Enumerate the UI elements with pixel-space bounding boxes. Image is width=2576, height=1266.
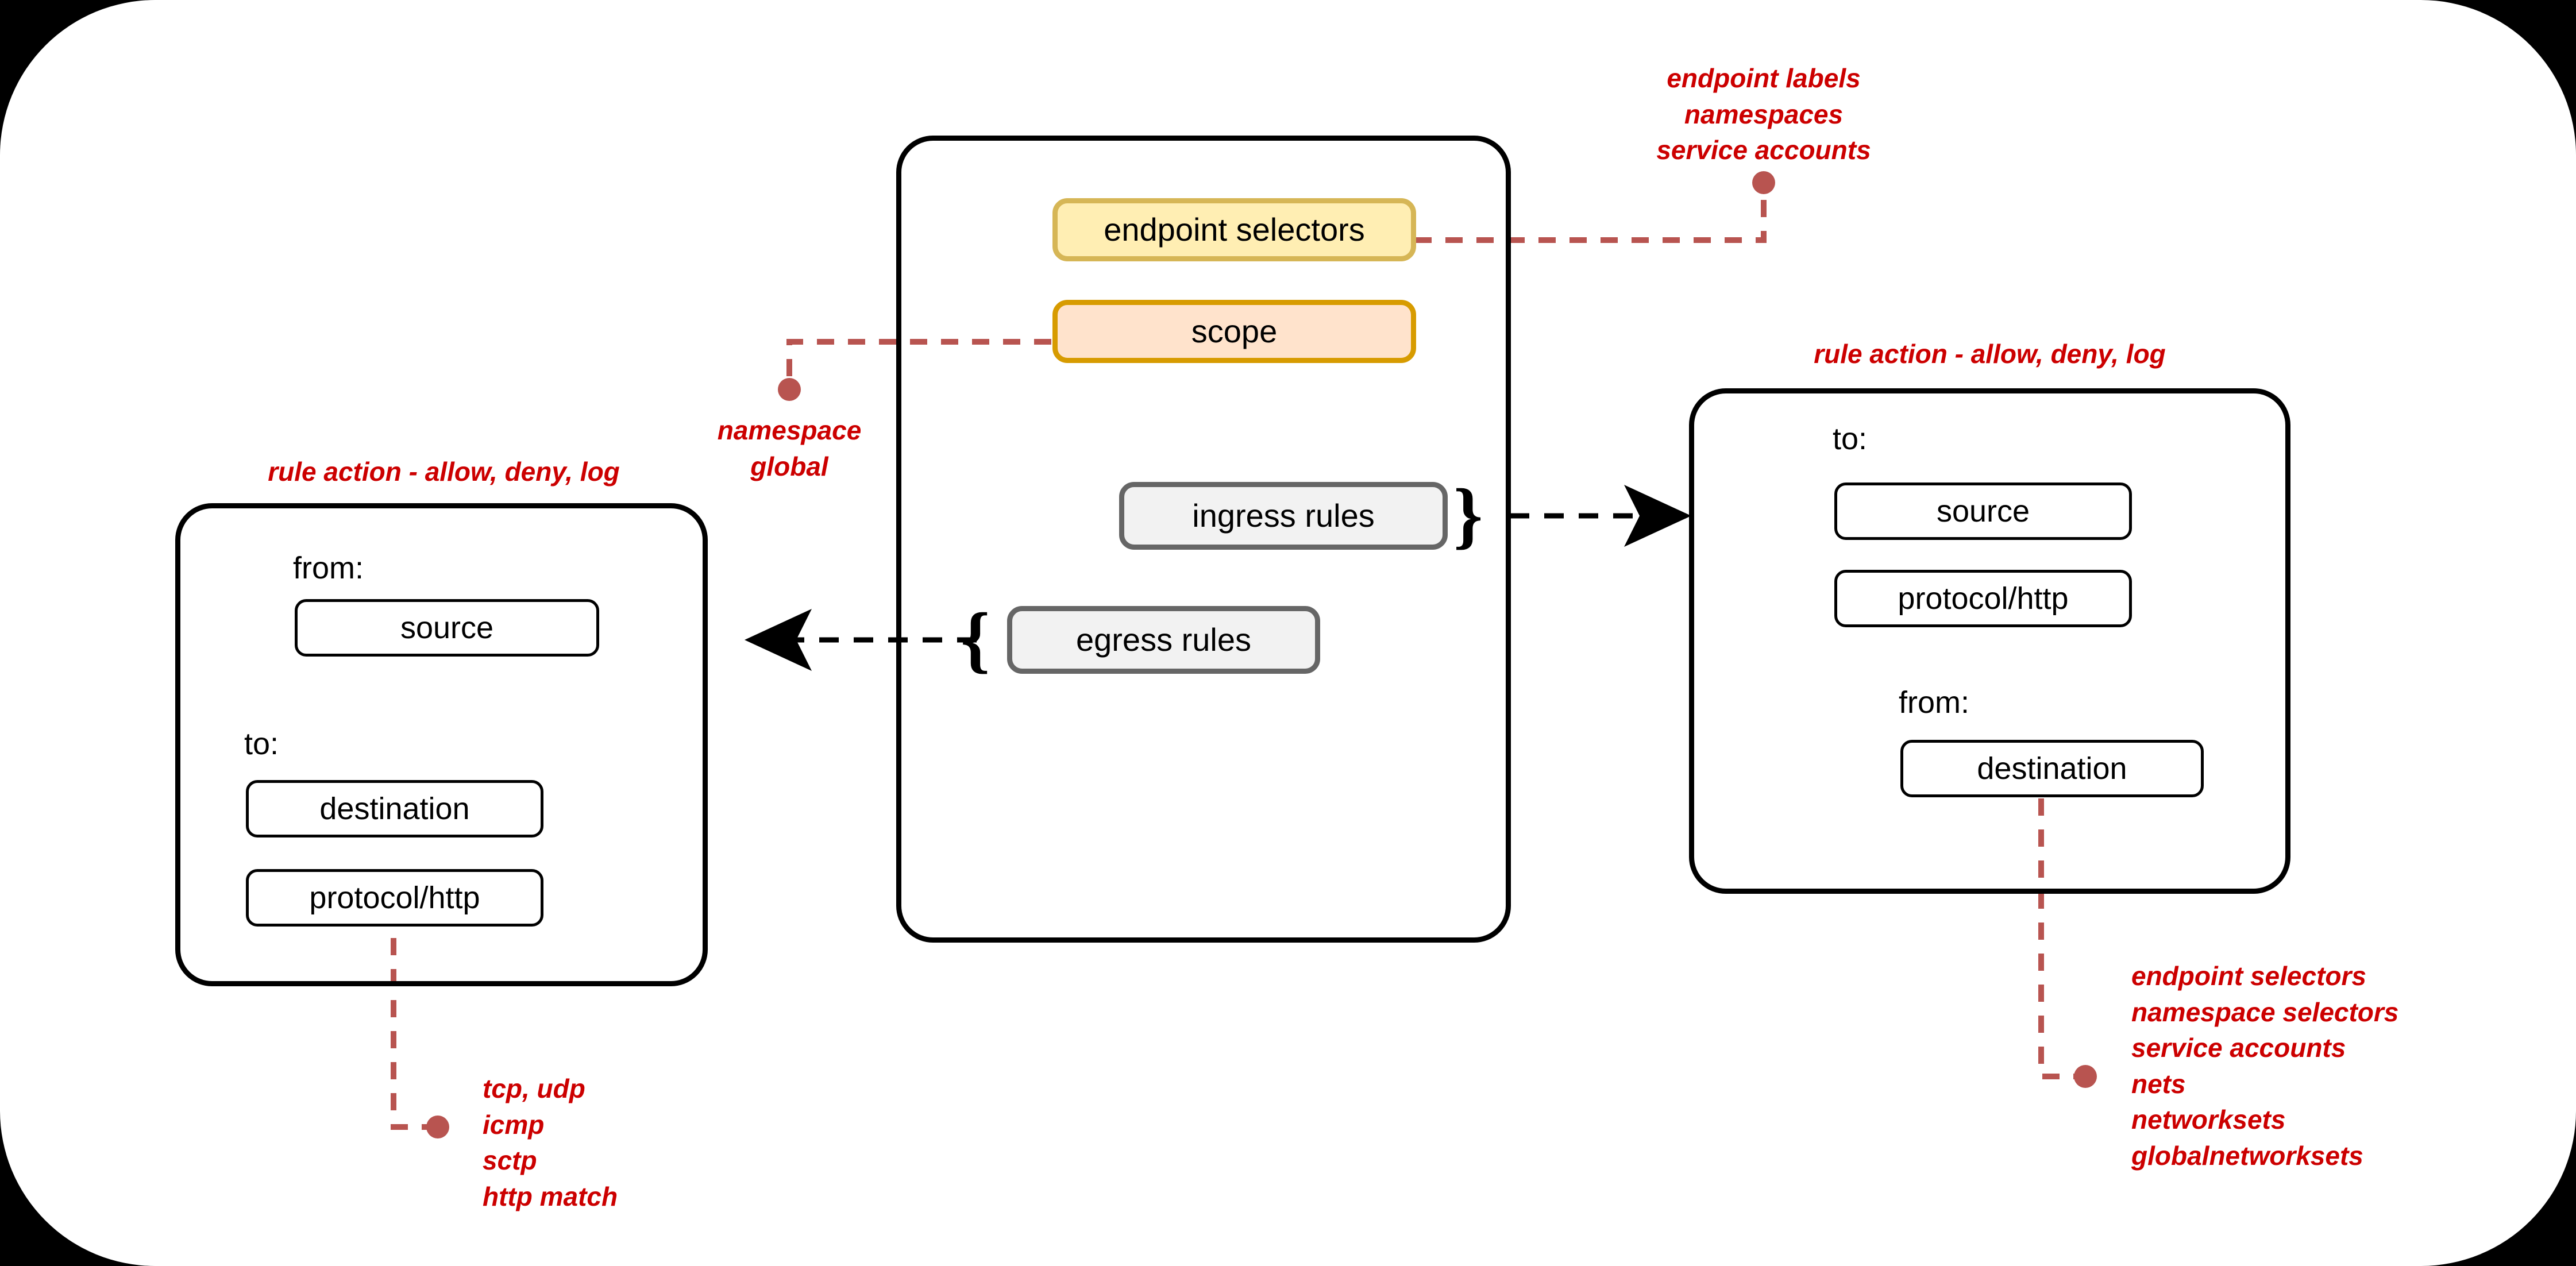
egress-rule-panel	[175, 503, 708, 986]
left-protocol-http-box[interactable]: protocol/http	[246, 869, 543, 927]
ingress-rules-label: ingress rules	[1192, 497, 1375, 534]
scope-annotation: namespace global	[717, 415, 862, 481]
endpoint-selectors-annotation: endpoint labels namespaces service accou…	[1656, 63, 1871, 165]
right-destination-box[interactable]: destination	[1900, 740, 2204, 797]
endpoint-selectors-label: endpoint selectors	[1104, 211, 1365, 248]
left-destination-box[interactable]: destination	[246, 780, 543, 837]
right-rule-action-annotation: rule action - allow, deny, log	[1814, 339, 2166, 369]
left-from-label: from:	[293, 551, 364, 585]
destination-annotation: endpoint selectors namespace selectors s…	[2131, 961, 2399, 1171]
scope-box[interactable]: scope	[1052, 300, 1416, 363]
right-protocol-http-label: protocol/http	[1898, 581, 2069, 616]
ingress-brace: }	[1453, 474, 1483, 557]
egress-brace: {	[961, 598, 990, 681]
policy-center-panel	[896, 136, 1511, 943]
left-protocol-http-label: protocol/http	[309, 881, 480, 915]
protocol-annotation: tcp, udp icmp sctp http match	[483, 1074, 618, 1211]
right-source-label: source	[1936, 494, 2030, 528]
left-destination-label: destination	[319, 792, 470, 826]
egress-rules-label: egress rules	[1075, 622, 1252, 658]
left-to-label: to:	[244, 727, 279, 761]
left-source-box[interactable]: source	[295, 599, 599, 657]
left-rule-action-annotation: rule action - allow, deny, log	[268, 457, 620, 487]
right-to-label: to:	[1833, 422, 1868, 456]
ingress-rules-box[interactable]: ingress rules	[1119, 482, 1448, 550]
scope-label: scope	[1191, 313, 1278, 349]
endpoint-selectors-box[interactable]: endpoint selectors	[1052, 198, 1416, 261]
right-source-box[interactable]: source	[1834, 483, 2132, 540]
egress-rules-box[interactable]: egress rules	[1007, 606, 1320, 674]
right-protocol-http-box[interactable]: protocol/http	[1834, 570, 2132, 627]
right-destination-label: destination	[1977, 751, 2127, 786]
left-source-label: source	[400, 611, 494, 645]
ingress-rule-panel	[1689, 388, 2290, 894]
right-from-label: from:	[1899, 685, 1970, 720]
